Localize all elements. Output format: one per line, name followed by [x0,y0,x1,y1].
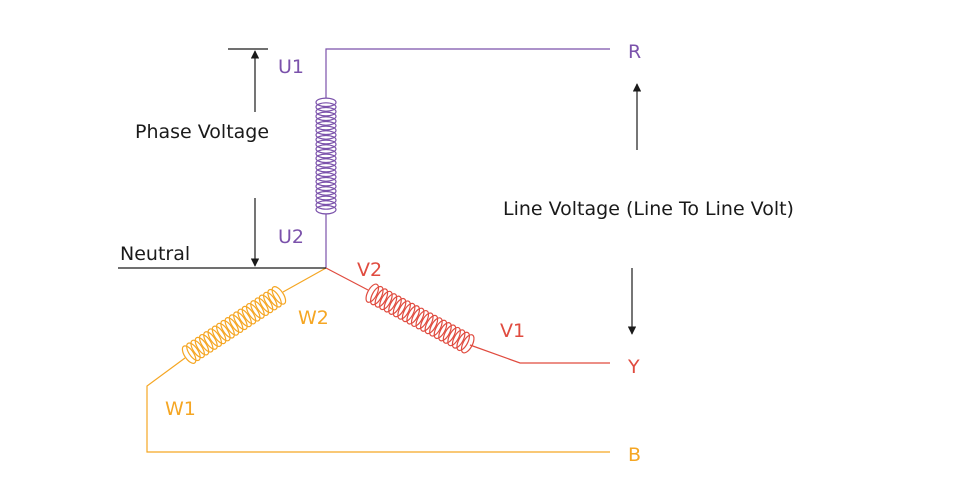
coil-turn [315,186,337,196]
coil-turn [203,331,218,350]
coil-turn [429,317,443,337]
coil-turn [315,130,337,140]
coil-turn [186,342,201,362]
coil-turn [245,302,261,322]
coil-turn [315,111,337,122]
neutral-label: Neutral [120,243,190,265]
u-coil [315,97,337,215]
coil-turn [397,300,411,320]
coil-turn [383,293,398,313]
line-voltage-label: Line Voltage (Line To Line Volt) [503,198,794,220]
coil-turn [451,329,466,349]
u2-label: U2 [278,226,304,248]
coil-turn [190,339,205,359]
y-line-wire [469,344,610,364]
coil-turn [392,297,407,318]
coil-turn [401,302,416,323]
coil-turn [315,134,337,145]
w-coil [181,286,287,364]
w2-label: W2 [298,307,329,329]
coil-turn [447,326,461,347]
coil-turn [315,144,337,154]
coil-turn [315,204,337,215]
coil-turn [250,300,265,319]
v-phase-winding [325,267,610,364]
v-coil [365,283,475,354]
coil-turn [233,311,248,331]
w-phase-winding [146,267,610,453]
coil-turn [315,172,337,182]
coil-turn [207,328,223,348]
coil-turn [438,322,452,342]
coil-turn [315,116,337,126]
b-terminal-label: B [628,444,641,466]
coil-turn [315,167,337,178]
coil-turn [254,297,270,317]
coil-turn [237,308,252,328]
coil-turn [374,288,389,308]
coil-turn [424,314,439,335]
r-line-wire [325,48,610,98]
coil-turn [220,319,235,339]
w-coil-turns [181,286,287,364]
coil-turn [181,345,197,364]
coil-turn [433,319,448,340]
u-coil-turns [315,97,337,215]
coil-turn [456,331,470,352]
coil-turn [379,290,393,311]
coil-turn [315,195,337,206]
coil-turn [315,162,337,173]
coil-turn [258,294,274,314]
coil-turn [388,295,402,315]
coil-turn [267,288,282,308]
line-voltage-indicator [627,83,642,335]
coil-turn [194,336,210,356]
coil-turn [315,139,337,150]
coil-turn [228,314,244,333]
u1-label: U1 [278,56,304,78]
v1-label: V1 [500,320,525,342]
coil-turn [263,291,278,311]
coil-turn [415,310,430,330]
v-coil-turns [365,283,475,354]
coil-turn [315,190,337,201]
coil-turn [406,305,420,325]
coil-turn [420,312,434,332]
w1-label: W1 [165,398,196,420]
v-inner-lead [325,267,369,291]
coil-turn [271,286,287,305]
coil-turn [216,322,231,342]
coil-turn [315,120,337,131]
phase-voltage-indicator [228,48,268,267]
coil-turn [442,324,457,344]
coil-turn [370,285,384,306]
coil-turn [315,106,337,117]
coil-turn [315,97,337,108]
coil-turn [315,153,337,164]
coil-turn [315,102,337,112]
u-phase-winding [315,48,610,268]
b-line-wire [146,357,610,453]
coil-turn [365,283,380,303]
coil-turn [224,317,240,336]
coil-turn [198,333,214,353]
phase-voltage-label: Phase Voltage [135,121,269,143]
coil-turn [211,325,227,345]
w-inner-lead [282,267,327,293]
r-terminal-label: R [628,41,641,63]
coil-turn [315,200,337,210]
coil-turn [410,307,425,327]
coil-turn [315,158,337,168]
coil-turn [315,181,337,192]
coil-turn [315,148,337,159]
coil-turn [315,176,337,187]
coil-turn [315,125,337,136]
coil-turn [241,305,257,325]
v2-label: V2 [357,259,382,281]
y-terminal-label: Y [627,356,640,378]
